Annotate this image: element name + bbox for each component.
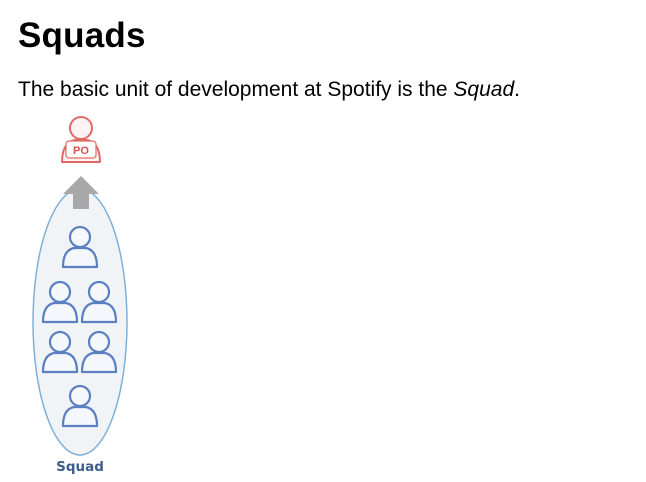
intro-period: . [514,78,520,101]
squad-diagram: PO Squad [28,110,148,480]
intro-text: The basic unit of development at Spotify… [18,78,454,101]
intro-emphasis: Squad [453,78,515,101]
product-owner-icon: PO [61,116,101,163]
intro-sentence: The basic unit of development at Spotify… [18,76,520,104]
arrow-up-icon [63,176,99,209]
po-label: PO [73,145,89,157]
squad-label: Squad [56,459,104,475]
page-title: Squads [18,16,146,55]
